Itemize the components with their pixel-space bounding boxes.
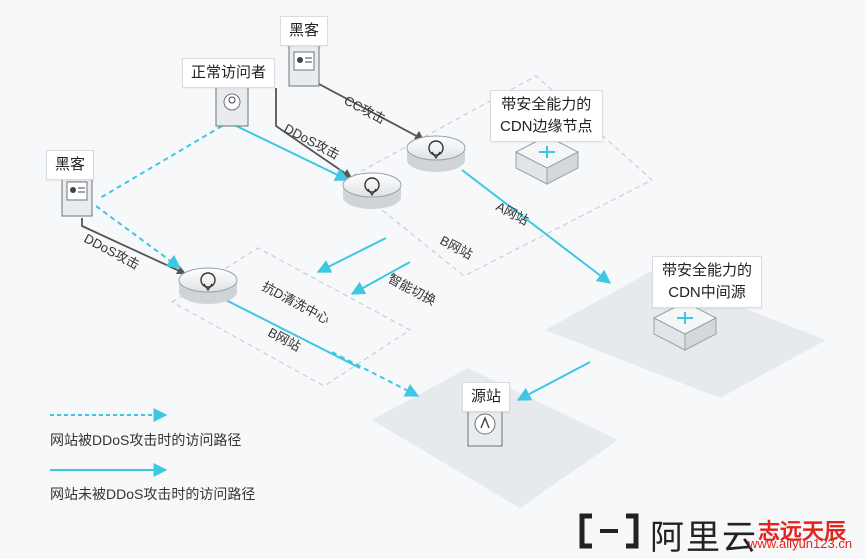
cdn-edge-label: 带安全能力的 CDN边缘节点 [490,90,603,142]
cdn-node-icon [652,301,718,351]
flow-mid-to-origin [516,361,591,401]
legend-solid-text: 网站未被DDoS攻击时的访问路径 [50,486,256,502]
person-badge-icon [288,41,320,87]
scrubbing-zone [170,247,412,387]
legend-dashed-text: 网站被DDoS攻击时的访问路径 [50,432,242,448]
cdn-node-icon [514,135,580,185]
hacker-left-label: 黑客 [46,150,95,180]
brand-partner: 志远天辰 [758,519,847,544]
flow-b-bottom [209,291,361,369]
hacker-top-label: 黑客 [280,16,329,46]
cdn-edge-zone [343,75,654,277]
server-disc-icon [342,172,402,209]
brand-url: www.aliyun123.cn [748,536,853,551]
origin-label: 源站 [462,382,511,412]
ddos-left-arrow [81,218,187,275]
flow-a-to-mid [461,169,612,284]
server-disc-icon [406,135,466,172]
flow-dash-visitor [99,125,223,199]
normal-visitor-label: 正常访问者 [182,58,276,88]
server-disc-icon [178,267,238,304]
ddos-top-arrow [275,88,353,179]
person-badge-icon [215,81,249,127]
flow-visitor-to-b [223,119,350,181]
brand-name: 阿里云 [650,519,758,557]
cc-attack-arrow [303,75,425,141]
cdn-mid-label: 带安全能力的 CDN中间源 [652,256,763,308]
flow-switch-1 [316,237,387,273]
aliyun-logo-icon [579,513,639,549]
flow-switch-2 [350,261,411,295]
flow-dash-to-origin [331,351,420,397]
